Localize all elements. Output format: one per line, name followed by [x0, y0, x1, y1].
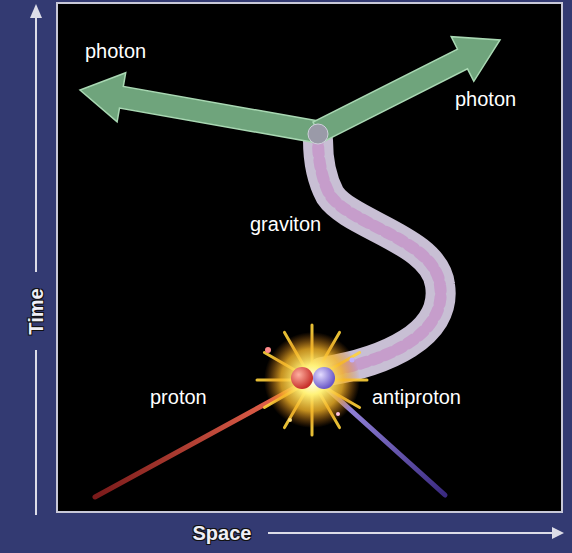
particle-label: photon	[455, 88, 516, 111]
axis-label: Time	[24, 288, 47, 334]
particle-label: graviton	[250, 213, 321, 236]
photon-arrows	[80, 37, 500, 144]
black-panel	[57, 3, 562, 512]
time-axis	[30, 4, 42, 515]
axis-label: Space	[193, 522, 252, 545]
collision-burst	[257, 325, 367, 435]
particle-label: proton	[150, 386, 207, 409]
space-axis	[268, 527, 564, 539]
particle-label: photon	[85, 40, 146, 63]
particle-label: antiproton	[372, 386, 461, 409]
